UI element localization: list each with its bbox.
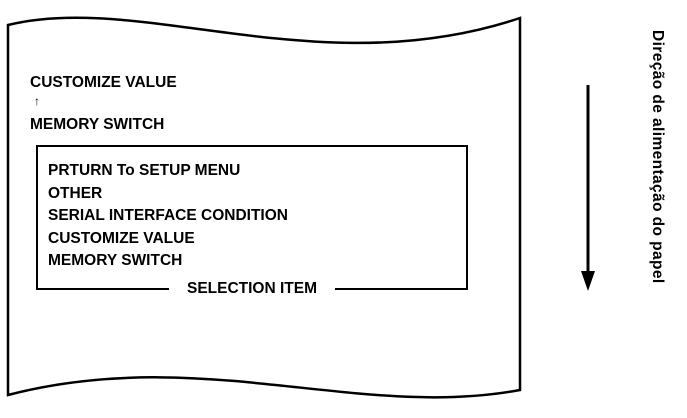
- selection-item-caption: SELECTION ITEM: [168, 279, 336, 299]
- menu-item-customize-value: CUSTOMIZE VALUE: [48, 229, 195, 247]
- menu-item-serial-interface: SERIAL INTERFACE CONDITION: [48, 207, 288, 224]
- selection-menu-box: PRTURN To SETUP MENU OTHER SERIAL INTERF…: [36, 145, 468, 299]
- menu-item-list: PRTURN To SETUP MENU OTHER SERIAL INTERF…: [48, 160, 288, 273]
- menu-item-other: OTHER: [48, 184, 103, 202]
- paper-feed-direction-label: Direção de alimentação do papel: [649, 30, 666, 284]
- menu-item-memory-switch: MEMORY SWITCH: [48, 252, 183, 269]
- menu-item-return-setup: PRTURN To SETUP MENU: [48, 162, 241, 179]
- up-arrow-icon: ↑: [34, 94, 40, 108]
- arrow-down-icon: [581, 85, 595, 291]
- printout-top-line: CUSTOMIZE VALUE: [30, 74, 177, 91]
- printout-bottom-line: MEMORY SWITCH: [30, 116, 165, 133]
